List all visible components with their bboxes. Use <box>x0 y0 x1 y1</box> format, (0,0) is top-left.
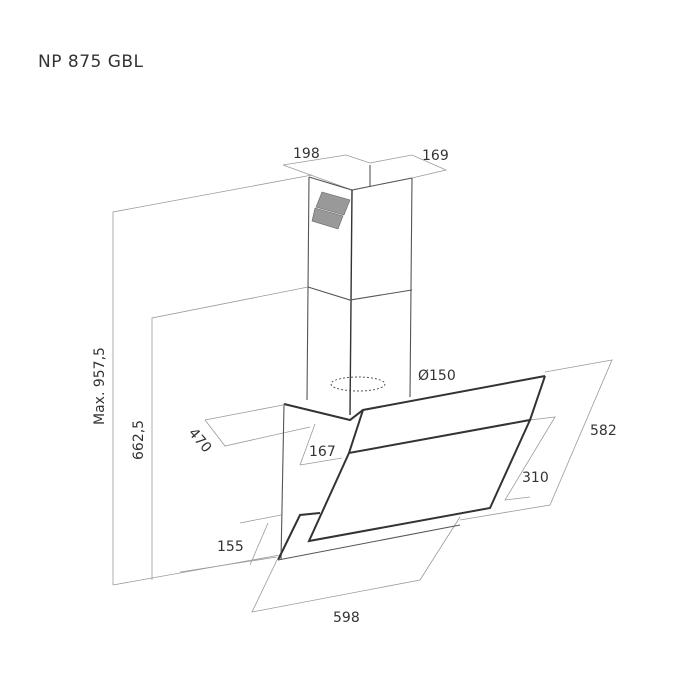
model-title: NP 875 GBL <box>38 52 144 72</box>
dim-chimney-depth: 169 <box>422 148 449 164</box>
chimney <box>306 165 413 416</box>
dim-bottom-depth: 155 <box>217 539 244 555</box>
dim-panel-height: 582 <box>590 423 617 439</box>
dim-total-depth: 470 <box>185 425 214 456</box>
vent-grille-icon <box>311 191 351 230</box>
hood-canopy <box>277 375 546 561</box>
dim-lower-panel: 310 <box>522 470 549 486</box>
dim-min-height: 662,5 <box>131 420 147 460</box>
dimension-lines <box>112 154 613 613</box>
dim-duct-diameter: Ø150 <box>418 368 456 384</box>
dim-top-depth: 167 <box>309 444 336 460</box>
dim-width: 598 <box>333 610 360 626</box>
dim-max-height: Max. 957,5 <box>92 347 108 425</box>
dim-chimney-width: 198 <box>293 146 320 162</box>
